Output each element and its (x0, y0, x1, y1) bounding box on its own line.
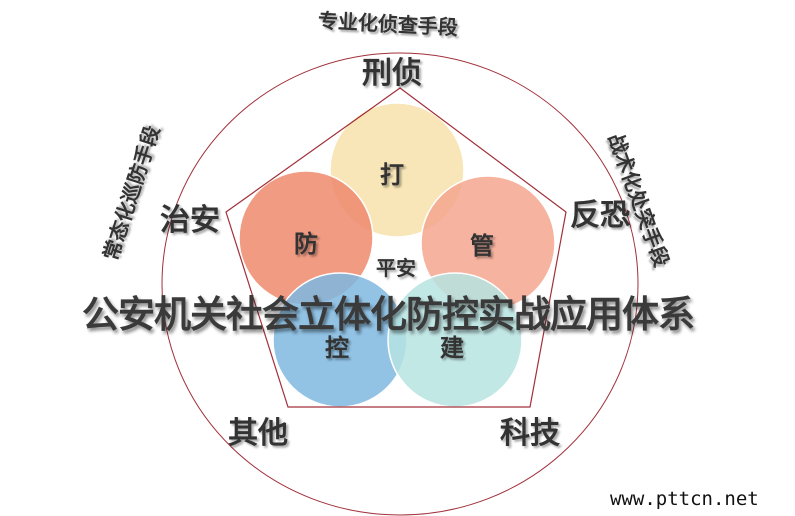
circle-label-da: 打 (380, 161, 404, 189)
circle-label-kong: 控 (325, 334, 349, 362)
watermark: www.pttcn.net (610, 488, 759, 510)
corner-label-right: 反恐 (570, 198, 630, 233)
circle-label-jian: 建 (440, 334, 464, 362)
circle-label-fang: 防 (294, 230, 318, 258)
center-label: 平安 (376, 256, 416, 280)
corner-label-top: 刑侦 (362, 56, 422, 91)
outer-ellipse (161, 52, 639, 516)
diagram-title: 公安机关社会立体化防控实战应用体系 (82, 293, 695, 336)
corner-label-bottom-right: 科技 (500, 416, 560, 451)
circle-jian (387, 272, 523, 408)
corner-label-bottom-left: 其他 (228, 416, 288, 451)
corner-label-left: 治安 (160, 203, 220, 238)
circle-label-guan: 管 (470, 232, 494, 260)
pentagon-outline (225, 87, 567, 408)
